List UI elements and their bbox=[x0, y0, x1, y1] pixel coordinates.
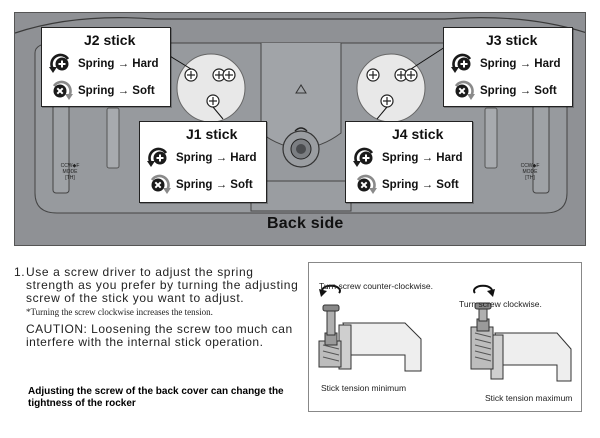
callout-j4-stick: J4 stick Spring → Hard Spring → Soft bbox=[345, 121, 473, 203]
counter-clockwise-x-icon bbox=[52, 80, 73, 100]
callout-j3-stick: J3 stick Spring → Hard Spring → Soft bbox=[443, 27, 573, 107]
hard-row: Spring → Hard bbox=[450, 53, 566, 75]
counter-clockwise-x-icon bbox=[454, 80, 475, 100]
th-text: [TH] bbox=[65, 175, 75, 181]
clockwise-plus-icon bbox=[49, 53, 70, 73]
step-number: 1. bbox=[14, 265, 26, 279]
cw-label: Turn screw clockwise. bbox=[459, 299, 542, 309]
soft-row: Spring → Soft bbox=[48, 80, 164, 102]
counter-clockwise-x-icon bbox=[356, 174, 377, 194]
mode-text: MODE bbox=[522, 169, 538, 175]
th-text: [TH] bbox=[525, 175, 535, 181]
soft-label: Spring → Soft bbox=[480, 85, 557, 97]
callout-title: J1 stick bbox=[186, 126, 238, 142]
clockwise-plus-icon bbox=[353, 147, 374, 167]
soft-label: Spring → Soft bbox=[78, 85, 155, 97]
soft-row: Spring → Soft bbox=[146, 174, 260, 196]
right-mode-mark: CCW◆F MODE [TH] bbox=[515, 163, 545, 181]
clockwise-plus-icon bbox=[451, 53, 472, 73]
soft-label: Spring → Soft bbox=[382, 179, 459, 191]
soft-label: Spring → Soft bbox=[176, 179, 253, 191]
screw-tension-figure: Turn screw counter-clockwise. Turn screw… bbox=[308, 262, 582, 412]
ccw-cw-text: CCW◆F bbox=[60, 163, 80, 169]
back-side-caption: Back side bbox=[267, 215, 344, 232]
callout-title: J3 stick bbox=[486, 32, 538, 48]
callout-title: J2 stick bbox=[84, 32, 136, 48]
hard-row: Spring → Hard bbox=[146, 147, 260, 169]
hard-label: Spring → Hard bbox=[78, 58, 159, 70]
counter-clockwise-x-icon bbox=[150, 174, 171, 194]
callout-j1-stick: J1 stick Spring → Hard Spring → Soft bbox=[139, 121, 267, 203]
max-label: Stick tension maximum bbox=[485, 393, 573, 403]
clockwise-plus-icon bbox=[147, 147, 168, 167]
hard-label: Spring → Hard bbox=[480, 58, 561, 70]
hard-label: Spring → Hard bbox=[382, 152, 463, 164]
hard-label: Spring → Hard bbox=[176, 152, 257, 164]
gimbal-maximum bbox=[470, 302, 572, 382]
adjust-screw-note: Adjusting the screw of the back cover ca… bbox=[28, 386, 284, 409]
mode-text: MODE bbox=[62, 169, 78, 175]
ccw-cw-text: CCW◆F bbox=[520, 163, 540, 169]
instructions: 1. Use a screw driver to adjust the spri… bbox=[14, 266, 304, 349]
hard-row: Spring → Hard bbox=[48, 53, 164, 75]
step-1: 1. Use a screw driver to adjust the spri… bbox=[14, 266, 304, 305]
soft-row: Spring → Soft bbox=[352, 174, 466, 196]
caution-text: CAUTION: Loosening the screw too much ca… bbox=[26, 322, 293, 349]
step-text: Use a screw driver to adjust the spring … bbox=[26, 265, 299, 305]
tension-note: *Turning the screw clockwise increases t… bbox=[26, 307, 213, 317]
min-label: Stick tension minimum bbox=[321, 383, 407, 393]
soft-row: Spring → Soft bbox=[450, 80, 566, 102]
callout-title: J4 stick bbox=[392, 126, 444, 142]
callout-j2-stick: J2 stick Spring → Hard Spring → Soft bbox=[41, 27, 171, 107]
left-mode-mark: CCW◆F MODE [TH] bbox=[55, 163, 85, 181]
hard-row: Spring → Hard bbox=[352, 147, 466, 169]
gimbal-minimum bbox=[318, 304, 422, 372]
transmitter-back-figure: CCW◆F MODE [TH] CCW◆F MODE [TH] J2 stick… bbox=[14, 12, 586, 246]
ccw-label: Turn screw counter-clockwise. bbox=[319, 281, 433, 291]
gimbal-drawing bbox=[318, 284, 572, 382]
